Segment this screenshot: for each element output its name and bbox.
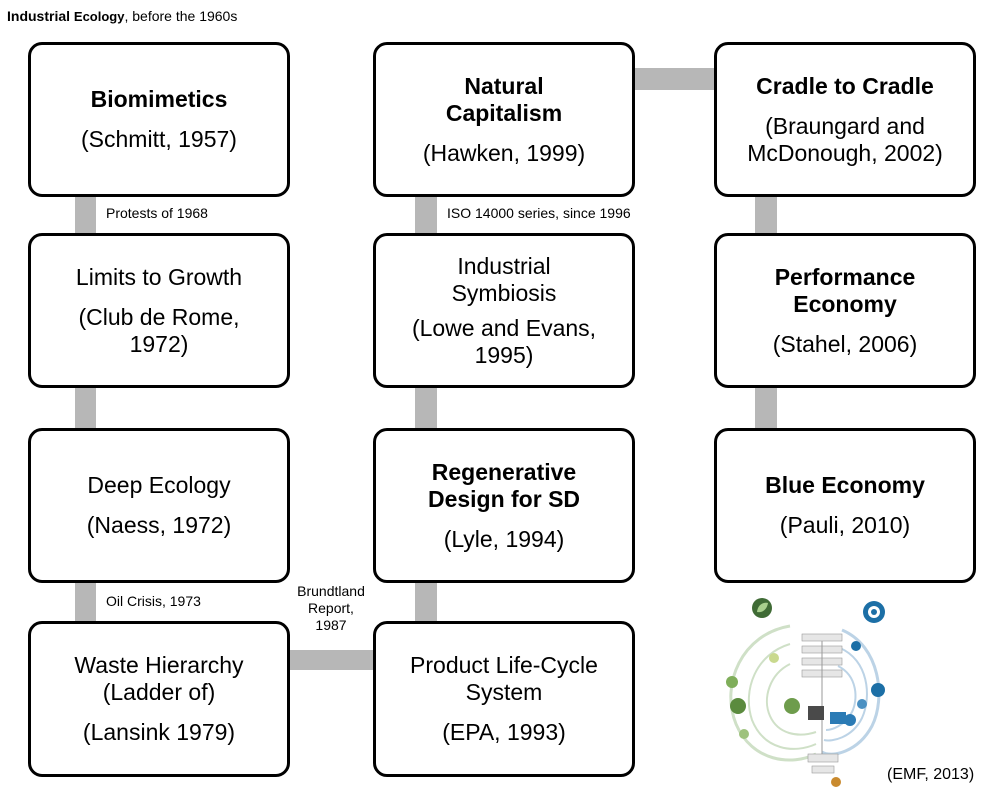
box-heading: Product Life-Cycle System	[410, 652, 598, 705]
label-oil-crisis: Oil Crisis, 1973	[106, 593, 201, 609]
box-heading: Biomimetics	[90, 86, 228, 112]
box-heading: Performance Economy	[774, 263, 916, 317]
box-heading: Industrial Symbiosis	[451, 252, 557, 306]
connector-cradle-performance	[755, 193, 777, 237]
box-cradle-to-cradle: Cradle to Cradle (Braungard and McDonoug…	[714, 42, 976, 197]
box-heading: Deep Ecology	[87, 472, 231, 498]
connector-regenerative-symbiosis	[415, 386, 437, 430]
label-brundtland-report: Brundtland Report, 1987	[297, 583, 365, 633]
box-source: (Lowe and Evans, 1995)	[411, 314, 597, 368]
box-performance-economy: Performance Economy (Stahel, 2006)	[714, 233, 976, 388]
box-blue-economy: Blue Economy (Pauli, 2010)	[714, 428, 976, 583]
label-protests-1968: Protests of 1968	[106, 205, 208, 221]
box-source: (Braungard and McDonough, 2002)	[747, 112, 943, 166]
box-heading: Regenerative Design for SD	[427, 458, 581, 512]
diagram-title: Industrial Ecology, before the 1960s	[7, 8, 237, 24]
box-source: (Club de Rome, 1972)	[78, 303, 240, 357]
circular-economy-diagram	[726, 598, 885, 787]
title-bold-industrial: Industrial	[7, 8, 71, 24]
connector-limits-deep	[75, 386, 96, 430]
figure-caption: (EMF, 2013)	[887, 766, 975, 783]
box-deep-ecology: Deep Ecology (Naess, 1972)	[28, 428, 290, 583]
box-heading: Cradle to Cradle	[756, 72, 934, 99]
connector-waste-product	[289, 650, 379, 670]
box-heading: Limits to Growth	[75, 263, 243, 290]
connector-performance-blue	[755, 385, 777, 430]
box-industrial-symbiosis: Industrial Symbiosis (Lowe and Evans, 19…	[373, 233, 635, 388]
box-heading: Natural Capitalism	[445, 72, 563, 126]
box-waste-hierarchy: Waste Hierarchy (Ladder of) (Lansink 197…	[28, 621, 290, 777]
connector-deep-waste	[75, 580, 96, 624]
box-natural-capitalism: Natural Capitalism (Hawken, 1999)	[373, 42, 635, 197]
box-source: (Schmitt, 1957)	[81, 126, 237, 152]
box-regenerative-design: Regenerative Design for SD (Lyle, 1994)	[373, 428, 635, 583]
box-product-life-cycle: Product Life-Cycle System (EPA, 1993)	[373, 621, 635, 777]
box-heading: Waste Hierarchy (Ladder of)	[74, 652, 244, 705]
box-heading: Blue Economy	[765, 472, 925, 498]
box-source: (Pauli, 2010)	[779, 512, 911, 538]
box-limits-to-growth: Limits to Growth (Club de Rome, 1972)	[28, 233, 290, 388]
connector-natural-cradle	[634, 68, 720, 90]
connector-biomimetics-limits	[75, 195, 96, 235]
box-source: (Naess, 1972)	[86, 512, 232, 538]
title-bold-ecology: Ecology	[73, 9, 125, 24]
box-source: (EPA, 1993)	[442, 719, 566, 745]
box-source: (Lansink 1979)	[82, 719, 236, 745]
box-source: (Lyle, 1994)	[443, 525, 565, 552]
title-rest: , before the 1960s	[124, 8, 238, 24]
box-source: (Stahel, 2006)	[772, 330, 918, 357]
label-iso-14000: ISO 14000 series, since 1996	[447, 205, 631, 221]
connector-product-regenerative	[415, 580, 437, 624]
connector-symbiosis-natural	[415, 194, 437, 236]
box-source: (Hawken, 1999)	[422, 139, 586, 166]
box-biomimetics: Biomimetics (Schmitt, 1957)	[28, 42, 290, 197]
